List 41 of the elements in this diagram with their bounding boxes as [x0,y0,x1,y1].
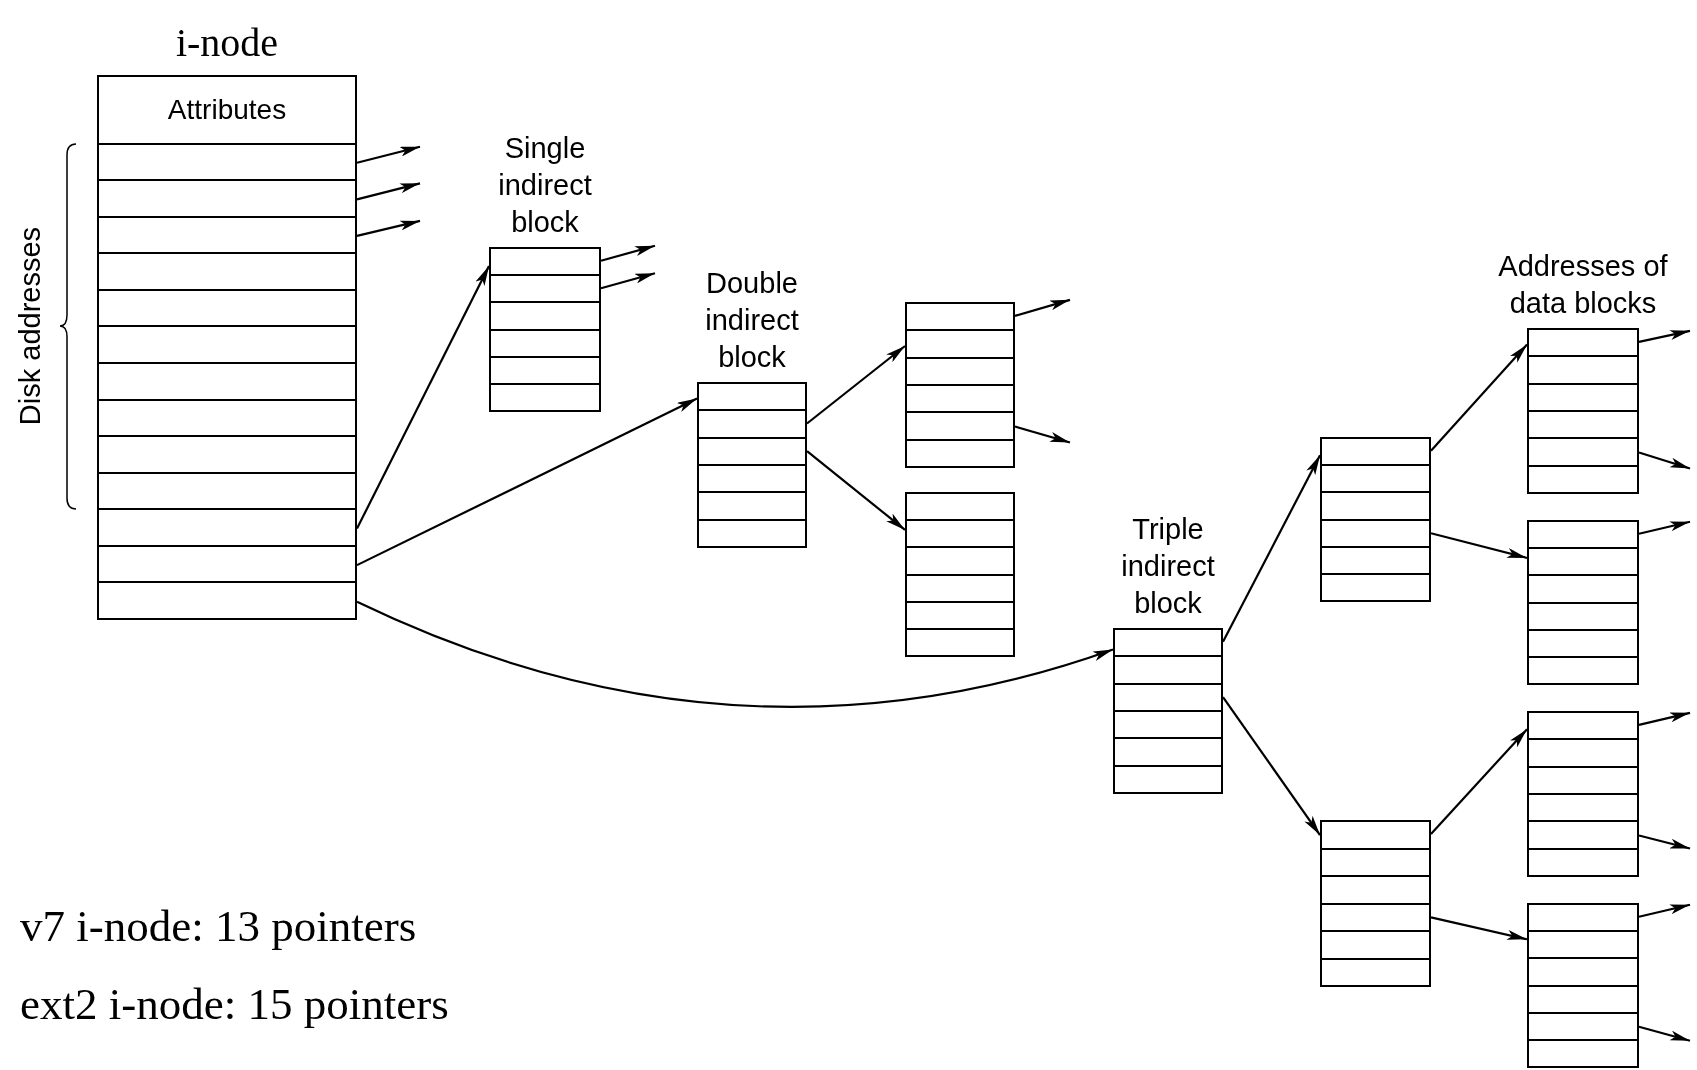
arrow [1430,343,1528,452]
block-heading: Double indirect block [704,266,800,375]
axis-label: Disk addresses [13,226,47,426]
arrow [356,219,421,237]
pointer-block [905,302,1015,468]
arrow [1638,711,1691,726]
pointer-block [1527,903,1639,1068]
block-heading: i-node [174,21,280,65]
arrow [806,345,906,425]
pointer-block [1527,711,1639,877]
pointer-block [905,492,1015,657]
arrow [356,265,490,530]
arrow [356,182,421,201]
arrow [356,397,698,567]
arrow [1430,532,1528,559]
arrow [1638,329,1691,343]
arrow [356,600,1114,708]
row-label: Attributes [167,93,287,126]
arrow [1430,728,1528,835]
arrow [356,145,421,164]
arrow [1638,903,1691,918]
block-heading: Single indirect block [497,131,593,240]
arrow [1638,834,1691,850]
arrow [806,450,906,531]
arrow [1638,1025,1691,1042]
arrow [1014,425,1071,444]
arrow [600,244,656,262]
note: v7 i-node: 13 pointers [20,900,417,952]
arrow [600,272,656,290]
arrow [1638,451,1691,470]
arrow [1014,298,1071,317]
arrow [1222,454,1321,643]
note: ext2 i-node: 15 pointers [20,978,449,1030]
pointer-block [1527,520,1639,685]
pointer-block [1320,820,1431,987]
block-heading: Addresses of data blocks [1497,249,1669,321]
arrow [1430,916,1528,941]
block-heading: Triple indirect block [1120,512,1216,621]
pointer-block [1320,437,1431,602]
arrow [1638,520,1691,535]
arrow [1222,696,1321,836]
